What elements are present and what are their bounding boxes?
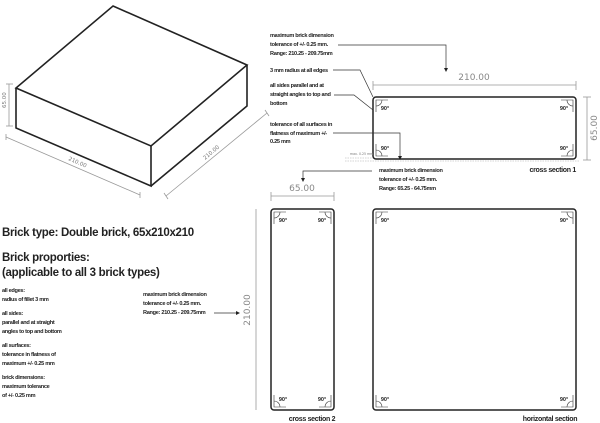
svg-text:radius of fillet 3 mm: radius of fillet 3 mm <box>2 297 49 303</box>
cs1-width-dimension: 210.00 <box>372 73 577 90</box>
svg-text:tolerance of +/- 0.25 mm.: tolerance of +/- 0.25 mm. <box>379 177 438 183</box>
right-angle-label: 90° <box>318 397 326 403</box>
svg-text:3 mm radius at all edges: 3 mm radius at all edges <box>270 68 328 74</box>
svg-text:straight angles to top and: straight angles to top and <box>270 92 331 98</box>
svg-text:maximum brick dimension: maximum brick dimension <box>379 168 444 174</box>
cross-section-2: maximum brick dimension tolerance of +/-… <box>143 168 444 423</box>
right-angle-label: 90° <box>381 397 389 403</box>
svg-text:all edges:: all edges: <box>2 288 25 294</box>
iso-length-dimension: 210.00 <box>5 134 141 198</box>
right-angle-mark <box>319 395 332 408</box>
right-angle-mark <box>375 144 388 157</box>
right-angle-label: 90° <box>381 106 389 112</box>
iso-width-dimension: 210.00 <box>163 109 270 200</box>
cs2-height-label: 210.00 <box>243 294 253 326</box>
svg-text:maximum +/- 0.25 mm: maximum +/- 0.25 mm <box>2 361 55 367</box>
right-angle-label: 90° <box>279 218 287 224</box>
cs1-height-dimension: 65.00 <box>583 96 600 161</box>
svg-text:Range: 210.25 - 209.75mm: Range: 210.25 - 209.75mm <box>270 51 333 57</box>
right-angle-mark <box>273 395 286 408</box>
svg-text:of +/- 0.25 mm: of +/- 0.25 mm <box>2 393 36 399</box>
cross-section-1: max. 0.25 mm 210.00 65.00 cross section … <box>270 33 600 174</box>
right-angle-label: 90° <box>381 218 389 224</box>
brick-side-face <box>150 65 248 187</box>
svg-text:Range: 65.25 - 64.75mm: Range: 65.25 - 64.75mm <box>379 186 436 192</box>
right-angle-label: 90° <box>318 218 326 224</box>
property-surfaces: all surfaces: tolerance in flatness of m… <box>2 343 56 367</box>
iso-height-label: 65.00 <box>2 92 8 108</box>
svg-text:bottom: bottom <box>270 101 287 107</box>
property-sides: all sides: parallel and at straight angl… <box>2 311 62 335</box>
right-angle-label: 90° <box>381 146 389 152</box>
cs1-label: cross section 1 <box>530 167 577 174</box>
right-angle-mark <box>375 99 388 112</box>
right-angle-markers: 90° 90° 90° 90° 90° 90° 90° 90° 90° 90° 90° 90° <box>273 99 574 408</box>
svg-text:maximum brick dimension: maximum brick dimension <box>143 292 208 298</box>
property-edges: all edges: radius of fillet 3 mm <box>2 288 49 303</box>
cs2-width-label: 65.00 <box>289 184 315 194</box>
iso-height-dimension: 65.00 <box>2 83 13 127</box>
right-angle-mark <box>561 99 574 112</box>
right-angle-mark <box>561 395 574 408</box>
cs1-note-parallel: all sides parallel and at straight angle… <box>270 83 374 111</box>
svg-text:0.25 mm: 0.25 mm <box>270 139 291 145</box>
properties-subtitle: (applicable to all 3 brick types) <box>2 267 160 279</box>
svg-text:tolerance in flatness of: tolerance in flatness of <box>2 352 56 358</box>
cs2-label: cross section 2 <box>289 416 336 423</box>
right-angle-mark <box>561 144 574 157</box>
cs2-outline <box>270 208 335 411</box>
cs2-note-top: maximum brick dimension tolerance of +/-… <box>301 168 444 192</box>
property-dimensions: brick dimensions: maximum tolerance of +… <box>2 375 50 399</box>
cs2-width-dimension: 65.00 <box>270 184 335 201</box>
right-angle-mark <box>273 211 286 224</box>
svg-text:maximum tolerance: maximum tolerance <box>2 384 50 390</box>
right-angle-label: 90° <box>560 218 568 224</box>
brick-front-face <box>15 88 152 188</box>
right-angle-mark <box>375 395 388 408</box>
horizontal-section-label: horizontal section <box>523 416 578 423</box>
right-angle-label: 90° <box>560 397 568 403</box>
right-angle-mark <box>319 211 332 224</box>
isometric-brick-view: 65.00 210.00 210.00 <box>2 5 270 200</box>
cs1-note-flatness: tolerance of all surfaces in flatness of… <box>270 122 402 160</box>
svg-text:all sides parallel and at: all sides parallel and at <box>270 83 324 89</box>
horizontal-section-outline <box>372 208 577 411</box>
right-angle-mark <box>375 211 388 224</box>
svg-text:tolerance of all surfaces in: tolerance of all surfaces in <box>270 122 333 128</box>
flatness-mark: max. 0.25 mm <box>350 152 373 156</box>
svg-text:tolerance of +/- 0.25 mm.: tolerance of +/- 0.25 mm. <box>270 42 329 48</box>
svg-text:all sides:: all sides: <box>2 311 23 317</box>
svg-text:flatness of maximum +/-: flatness of maximum +/- <box>270 131 327 137</box>
svg-text:angles to top and bottom: angles to top and bottom <box>2 329 62 335</box>
svg-text:tolerance of +/- 0.25 mm.: tolerance of +/- 0.25 mm. <box>143 301 202 307</box>
right-angle-label: 90° <box>560 106 568 112</box>
svg-text:Range: 210.25 - 209.75mm: Range: 210.25 - 209.75mm <box>143 310 206 316</box>
cs2-height-dimension: 210.00 <box>243 209 257 410</box>
properties-title: Brick proporties: <box>2 252 90 264</box>
cs1-note-radius: 3 mm radius at all edges <box>270 68 374 98</box>
right-angle-label: 90° <box>279 397 287 403</box>
cs1-width-label: 210.00 <box>458 73 490 83</box>
svg-text:brick dimensions:: brick dimensions: <box>2 375 45 381</box>
svg-text:maximum brick dimension: maximum brick dimension <box>270 33 335 39</box>
brick-info: Brick type: Double brick, 65x210x210 Bri… <box>2 227 194 399</box>
cross-section-1-outline <box>372 96 577 160</box>
right-angle-label: 90° <box>560 146 568 152</box>
brick-top-face <box>14 5 249 147</box>
cs2-note-left: maximum brick dimension tolerance of +/-… <box>143 292 240 316</box>
horizontal-section: horizontal section <box>372 208 578 423</box>
cs1-height-label: 65.00 <box>590 115 600 141</box>
right-angle-mark <box>561 211 574 224</box>
cs1-note-dimension: maximum brick dimension tolerance of +/-… <box>270 33 448 72</box>
svg-text:all surfaces:: all surfaces: <box>2 343 31 349</box>
brick-type-title: Brick type: Double brick, 65x210x210 <box>2 227 194 239</box>
svg-text:parallel and at straight: parallel and at straight <box>2 320 55 326</box>
